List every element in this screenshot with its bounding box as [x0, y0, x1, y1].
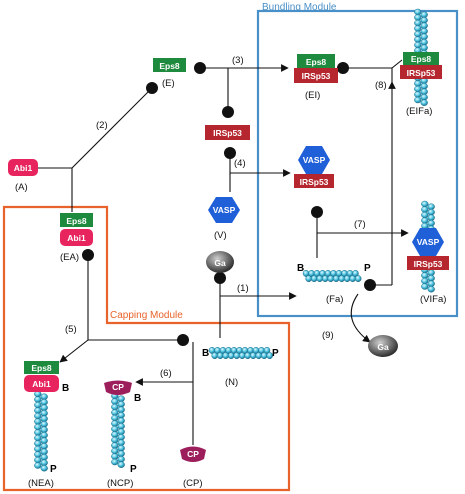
- abi1-tag: Abi1: [67, 233, 86, 243]
- irsp53-free: IRSp53: [205, 125, 250, 140]
- ga-released: Ga: [368, 335, 398, 357]
- actin-filaments: [34, 8, 435, 472]
- species-label-a: (A): [15, 182, 28, 193]
- pointed-end-label: P: [130, 464, 137, 475]
- species-a: Abi1 (A): [8, 159, 38, 193]
- eps8-tag: Eps8: [159, 61, 180, 71]
- reaction-lines: [30, 59, 409, 445]
- species-label-vifa: (VIFa): [420, 294, 446, 305]
- pointed-end-label: P: [364, 263, 371, 274]
- vasp-irsp53-complex: VASP IRSp53: [294, 146, 334, 188]
- ga-monomer: Ga: [206, 251, 234, 273]
- species-vifa: VASP IRSp53 (VIFa): [407, 228, 449, 305]
- abi1-tag: Abi1: [32, 379, 51, 389]
- species-v: VASP (V): [208, 197, 240, 241]
- eps8-tag: Eps8: [31, 363, 52, 373]
- reaction-label-4: (4): [234, 158, 246, 169]
- reaction-label-7: (7): [354, 219, 366, 230]
- ga-tag: Ga: [377, 342, 389, 352]
- cp-tag: CP: [187, 449, 199, 459]
- irsp53-tag: IRSp53: [213, 128, 242, 138]
- species-ei: Eps8 IRSp53 (EI): [294, 54, 338, 101]
- pointed-end-label: P: [50, 464, 57, 475]
- filament-nea: [34, 390, 48, 472]
- capping-module-box: [2, 205, 291, 492]
- species-ea: Eps8 Abi1 (EA): [60, 213, 93, 263]
- irsp53-tag: IRSp53: [414, 259, 443, 269]
- barbed-end-label: B: [62, 383, 69, 394]
- reaction-label-5: (5): [65, 324, 77, 335]
- vasp-tag: VASP: [417, 237, 440, 247]
- eps8-tag: Eps8: [411, 54, 432, 64]
- species-label-ei: (EI): [305, 90, 320, 101]
- barbed-end-label: B: [202, 348, 209, 359]
- cp-tag: CP: [112, 382, 124, 392]
- reaction-label-1: (1): [237, 283, 249, 294]
- species-label-e: (E): [162, 78, 175, 89]
- species-label-fa: (Fa): [326, 294, 343, 305]
- species-label-v: (V): [214, 230, 227, 241]
- species-label-cp: (CP): [183, 478, 203, 489]
- species-ncp: CP B P (NCP): [104, 380, 141, 489]
- bundling-module-box: [256, 9, 459, 318]
- eps8-tag: Eps8: [66, 216, 87, 226]
- vasp-tag: VASP: [303, 155, 326, 165]
- reaction-label-2: (2): [96, 120, 108, 131]
- filament-ncp: [111, 392, 125, 468]
- pointed-end-label: P: [272, 348, 279, 359]
- irsp53-tag: IRSp53: [300, 177, 329, 187]
- irsp53-tag: IRSp53: [302, 71, 331, 81]
- species-label-n: (N): [225, 377, 238, 388]
- species-label-nea: (NEA): [28, 478, 54, 489]
- vasp-tag: VASP: [213, 205, 236, 215]
- species-label-ncp: (NCP): [107, 478, 133, 489]
- species-label-eifa: (EIFa): [406, 106, 432, 117]
- bundling-module-title: Bundling Module: [262, 2, 337, 13]
- reaction-label-8: (8): [375, 80, 387, 91]
- species-nea: Eps8 Abi1 B P (NEA): [24, 361, 69, 489]
- reaction-nodes: [82, 62, 376, 346]
- species-e: Eps8 (E): [153, 58, 186, 89]
- reaction-label-9: (9): [322, 330, 334, 341]
- eps8-tag: Eps8: [306, 57, 327, 67]
- abi1-tag: Abi1: [14, 163, 33, 173]
- filament-fa: [302, 269, 362, 283]
- species-cp: CP (CP): [180, 446, 206, 489]
- reaction-label-3: (3): [232, 55, 244, 66]
- barbed-end-label: B: [297, 263, 304, 274]
- species-n: B P (N): [202, 348, 279, 388]
- reaction-label-6: (6): [160, 368, 172, 379]
- barbed-end-label: B: [134, 393, 141, 404]
- ga-tag: Ga: [214, 258, 226, 268]
- capping-module-title: Capping Module: [110, 310, 183, 321]
- species-fa: B P (Fa): [297, 263, 371, 305]
- filament-n: [208, 346, 273, 360]
- species-eifa: Eps8 IRSp53 (EIFa): [400, 52, 442, 117]
- irsp53-tag: IRSp53: [407, 68, 436, 78]
- species-label-ea: (EA): [60, 252, 79, 263]
